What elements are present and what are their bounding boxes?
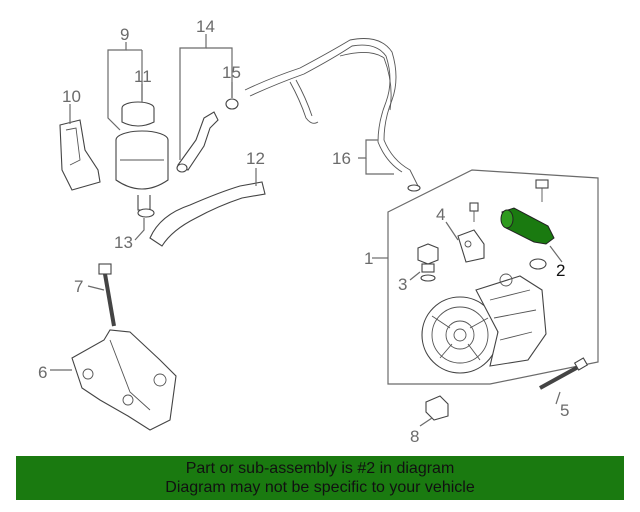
callout-6: 6 [38,363,47,382]
bracket-long-bolt-part [98,263,116,327]
callout-1: 1 [364,249,373,268]
callout-15: 15 [222,63,241,82]
callout-13: 13 [114,233,133,252]
pump-mount-bracket-part [71,329,177,431]
callout-4: 4 [436,205,445,224]
callout-3: 3 [398,275,407,294]
bracket-bolt-part [535,179,549,202]
callout-12: 12 [246,149,265,168]
bushing-part [425,395,449,421]
banner-line-part-number: Part or sub-assembly is #2 in diagram [185,460,455,477]
parts-diagram: 9 10 11 12 13 14 15 16 1 2 3 4 5 6 7 8 [38,17,599,446]
mount-bolt-part [469,202,479,222]
callout-8: 8 [410,427,419,446]
pump-group-box [387,169,599,385]
reservoir-tank-part [115,130,169,211]
leader-lines [50,34,563,427]
callout-9: 9 [120,25,129,44]
o-ring-part [529,258,547,270]
callout-7: 7 [74,277,83,296]
hose-clamp-part [225,98,239,110]
callout-10: 10 [62,87,81,106]
callout-14: 14 [196,17,215,36]
reservoir-bracket-part [59,119,101,191]
callout-16: 16 [332,149,351,168]
union-fitting-part [417,243,439,282]
power-steering-pump-part [421,273,547,374]
return-hose-part [149,181,266,247]
banner-line-disclaimer: Diagram may not be specific to your vehi… [165,479,475,496]
pump-bracket-part [457,229,485,263]
reservoir-clamp-part [137,208,155,218]
info-banner: Part or sub-assembly is #2 in diagram Di… [16,456,624,500]
pressure-line-part [244,38,421,192]
callout-11: 11 [134,67,152,86]
pump-bolt-part [539,357,589,390]
reservoir-cap-part [121,101,155,127]
inlet-connector-part-highlighted [500,207,555,245]
callout-5: 5 [560,401,569,420]
callout-2: 2 [556,261,565,280]
suction-hose-part [176,111,219,173]
